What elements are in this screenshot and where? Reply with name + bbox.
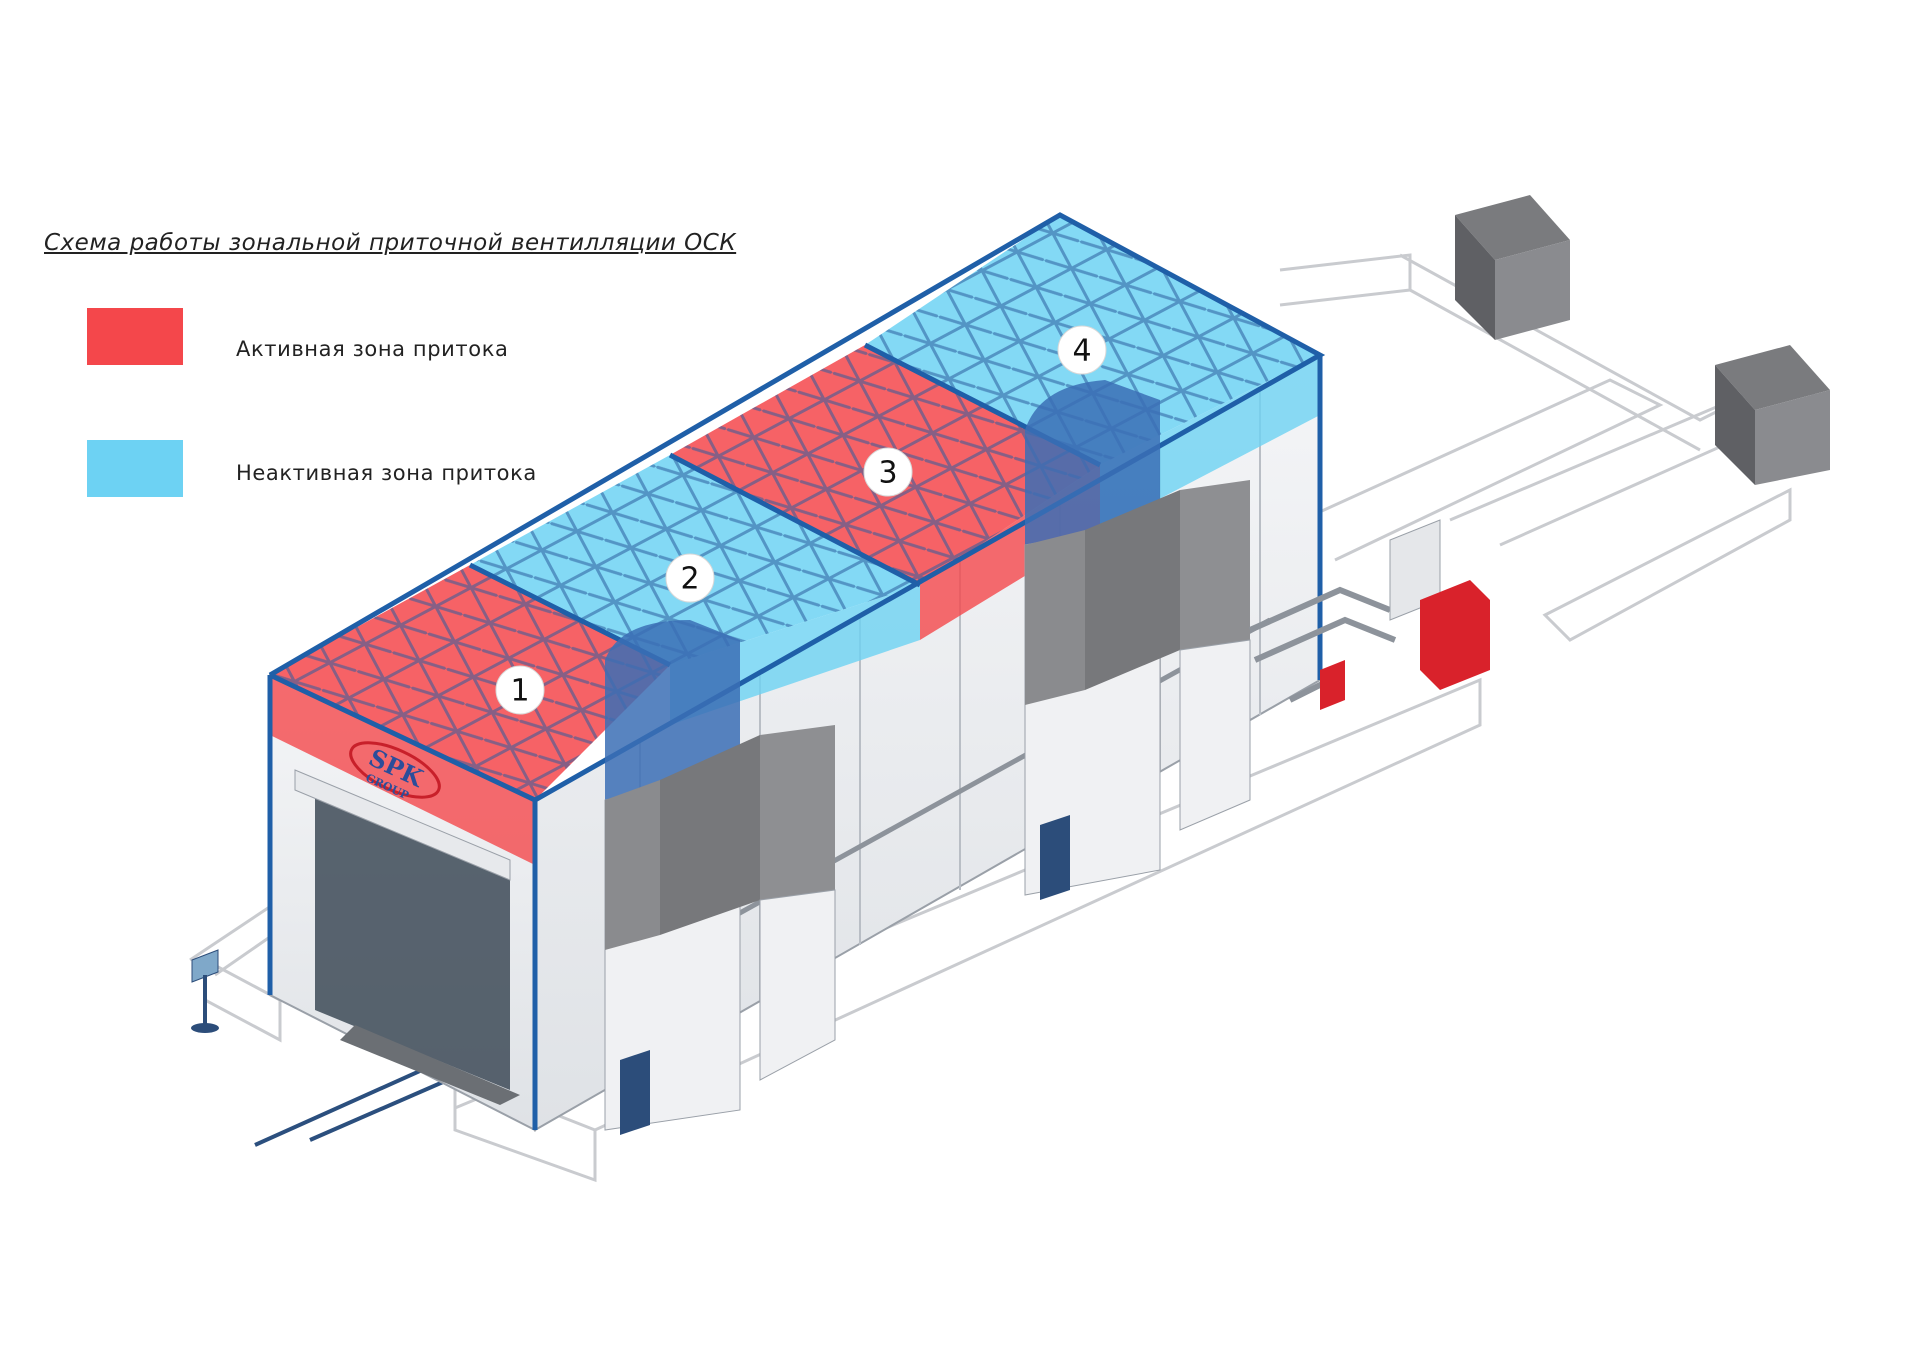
exhaust-unit-2 (1715, 345, 1830, 485)
zone-badges: 1 2 3 4 (495, 325, 1107, 715)
zone-badge-2 (665, 553, 715, 603)
legend-title: Схема работы зональной приточной вентилл… (44, 230, 737, 256)
legend-label-active: Активная зона притока (236, 337, 509, 361)
control-stand (191, 949, 219, 1033)
legend-swatch-active (87, 308, 183, 365)
zone-badge-3 (863, 447, 913, 497)
zone-number-2: 2 (680, 562, 699, 597)
legend-label-inactive: Неактивная зона притока (236, 461, 537, 485)
zone-number-3: 3 (878, 456, 897, 491)
exhaust-unit-1 (1455, 195, 1570, 340)
burner-unit (1320, 580, 1490, 710)
legend-swatch-inactive (87, 440, 183, 497)
supply-unit-rear (1024, 380, 1251, 900)
zone-badge-1 (495, 665, 545, 715)
supply-unit-front (604, 620, 836, 1135)
zone-number-1: 1 (510, 674, 529, 709)
roof-zone-1 (270, 565, 670, 865)
zone-badge-4 (1057, 325, 1107, 375)
zone-number-4: 4 (1072, 334, 1091, 369)
